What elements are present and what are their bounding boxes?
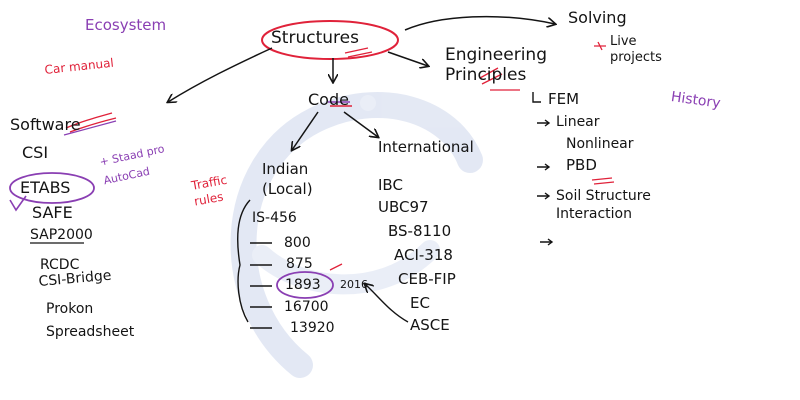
international-item-asce: ASCE	[410, 316, 450, 334]
solving-title: Solving	[568, 8, 627, 27]
arrow-asce-to-2016	[365, 284, 409, 323]
international-title: International	[378, 138, 474, 156]
indian-item-800: 800	[284, 235, 311, 251]
solving-sub: Live projects	[610, 34, 662, 65]
international-item-ubc97: UBC97	[378, 198, 429, 216]
circular-logo-watermark	[230, 92, 483, 378]
code-title: Code	[308, 90, 349, 109]
indian-item-is456: IS-456	[252, 210, 297, 226]
indian-item-1893: 1893	[285, 277, 321, 293]
international-item-aci318: ACI-318	[394, 246, 453, 264]
international-item-cebfip: CEB-FIP	[398, 270, 456, 288]
engineering-item-nonlinear: Nonlinear	[566, 136, 634, 152]
center-label: Structures	[271, 28, 359, 48]
arrow-to-international	[343, 111, 378, 137]
indian-item-ticks	[250, 242, 272, 329]
engineering-item-pbd: PBD	[566, 156, 597, 174]
engineering-item-linear: Linear	[556, 114, 600, 130]
annotation-ecosystem: Ecosystem	[85, 16, 167, 34]
software-item-etabs: ETABS	[20, 178, 71, 197]
software-title: Software	[10, 115, 81, 134]
indian-title: Indian (Local)	[262, 160, 313, 198]
code-1893-circle	[276, 271, 334, 299]
engineering-title: Engineering Principles	[445, 45, 547, 85]
etabs-oval	[9, 172, 95, 204]
engineering-item-ssi: Soil Structure Interaction	[556, 188, 651, 222]
indian-item-875: 875	[286, 256, 313, 272]
engineering-list-markers	[532, 92, 554, 246]
software-item-csi: CSI	[22, 143, 49, 162]
arrow-to-engineering	[387, 51, 428, 66]
indian-note-2016: 2016	[340, 278, 368, 291]
software-item-spreadsheet: Spreadsheet	[46, 324, 135, 340]
software-item-prokon: Prokon	[46, 301, 94, 317]
indian-item-16700: 16700	[284, 299, 329, 315]
center-oval	[261, 20, 399, 60]
engineering-item-fem: FEM	[548, 90, 580, 108]
international-item-ec: EC	[410, 294, 430, 312]
indian-item-13920: 13920	[290, 320, 335, 336]
international-item-bs8110: BS-8110	[388, 222, 452, 240]
software-item-safe: SAFE	[32, 203, 73, 222]
arrow-to-indian	[292, 111, 319, 150]
arrow-to-software	[168, 47, 273, 102]
arrow-to-solving	[404, 15, 555, 31]
software-item-rcdc: RCDC	[40, 257, 80, 273]
international-item-ibc: IBC	[378, 176, 403, 194]
indian-list-bracket	[237, 199, 251, 323]
software-item-sap2000: SAP2000	[30, 227, 93, 243]
